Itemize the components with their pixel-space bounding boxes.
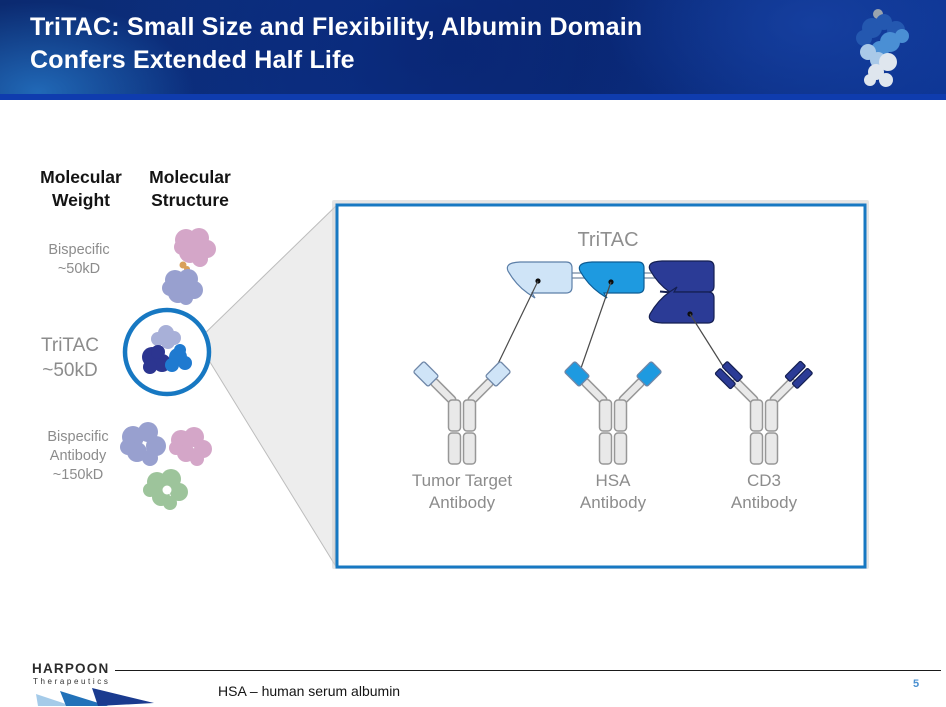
cd3-domain-lower bbox=[648, 286, 715, 324]
footer-divider bbox=[115, 670, 941, 671]
harpoon-logo-sails-icon bbox=[36, 688, 154, 706]
cd3-domain-upper bbox=[648, 260, 715, 298]
domain-to-antibody-connectors bbox=[493, 280, 727, 373]
hsa-domain-dot bbox=[608, 279, 614, 285]
cd3-antibody-label: CD3 Antibody bbox=[730, 471, 798, 512]
harpoon-logo-name: HARPOON bbox=[32, 661, 110, 676]
hsa-domain bbox=[578, 261, 645, 299]
slide-title: TriTAC: Small Size and Flexibility, Albu… bbox=[30, 11, 830, 77]
slide-title-line1: TriTAC: Small Size and Flexibility, Albu… bbox=[30, 13, 643, 41]
hsa-antibody-graphic bbox=[564, 361, 662, 465]
tritac-50kd-label: TriTAC ~50kD bbox=[40, 335, 100, 381]
tritac-highlight-circle bbox=[122, 307, 212, 397]
cd3-domain-dot bbox=[687, 311, 693, 317]
footnote-hsa-definition: HSA – human serum albumin bbox=[218, 683, 401, 699]
bispecific-antibody-molecule-graphic bbox=[120, 422, 212, 510]
linker-lines bbox=[540, 272, 700, 279]
molecular-structure-header: Molecular Structure bbox=[149, 167, 231, 210]
cd3-domain-fold bbox=[659, 290, 713, 297]
molecular-weight-header: Molecular Weight bbox=[40, 167, 122, 210]
cd3-antibody-graphic bbox=[714, 360, 813, 465]
tumor-target-antibody-label: Tumor Target Antibody bbox=[411, 471, 513, 512]
page-number: 5 bbox=[912, 678, 920, 690]
tumor-domain-dot bbox=[535, 278, 541, 284]
tumor-target-domain bbox=[506, 261, 573, 299]
bispecific-antibody-150kd-label: Bispecific Antibody ~150kD bbox=[47, 429, 109, 483]
tumor-target-antibody-graphic bbox=[413, 361, 511, 465]
slide-header bbox=[0, 0, 946, 100]
zoom-cone bbox=[196, 203, 338, 567]
harpoon-logo-subtitle: Therapeutics bbox=[33, 677, 111, 686]
bispecific-50kd-label: Bispecific ~50kD bbox=[48, 242, 110, 277]
tritac-construct bbox=[506, 260, 715, 324]
tritac-molecule-graphic bbox=[142, 325, 192, 374]
diagram-tritac-title: TriTAC bbox=[577, 229, 639, 251]
bispecific-molecule-graphic bbox=[162, 228, 216, 305]
slide-title-line2: Confers Extended Half Life bbox=[30, 46, 355, 74]
hsa-antibody-label: HSA Antibody bbox=[579, 471, 647, 512]
